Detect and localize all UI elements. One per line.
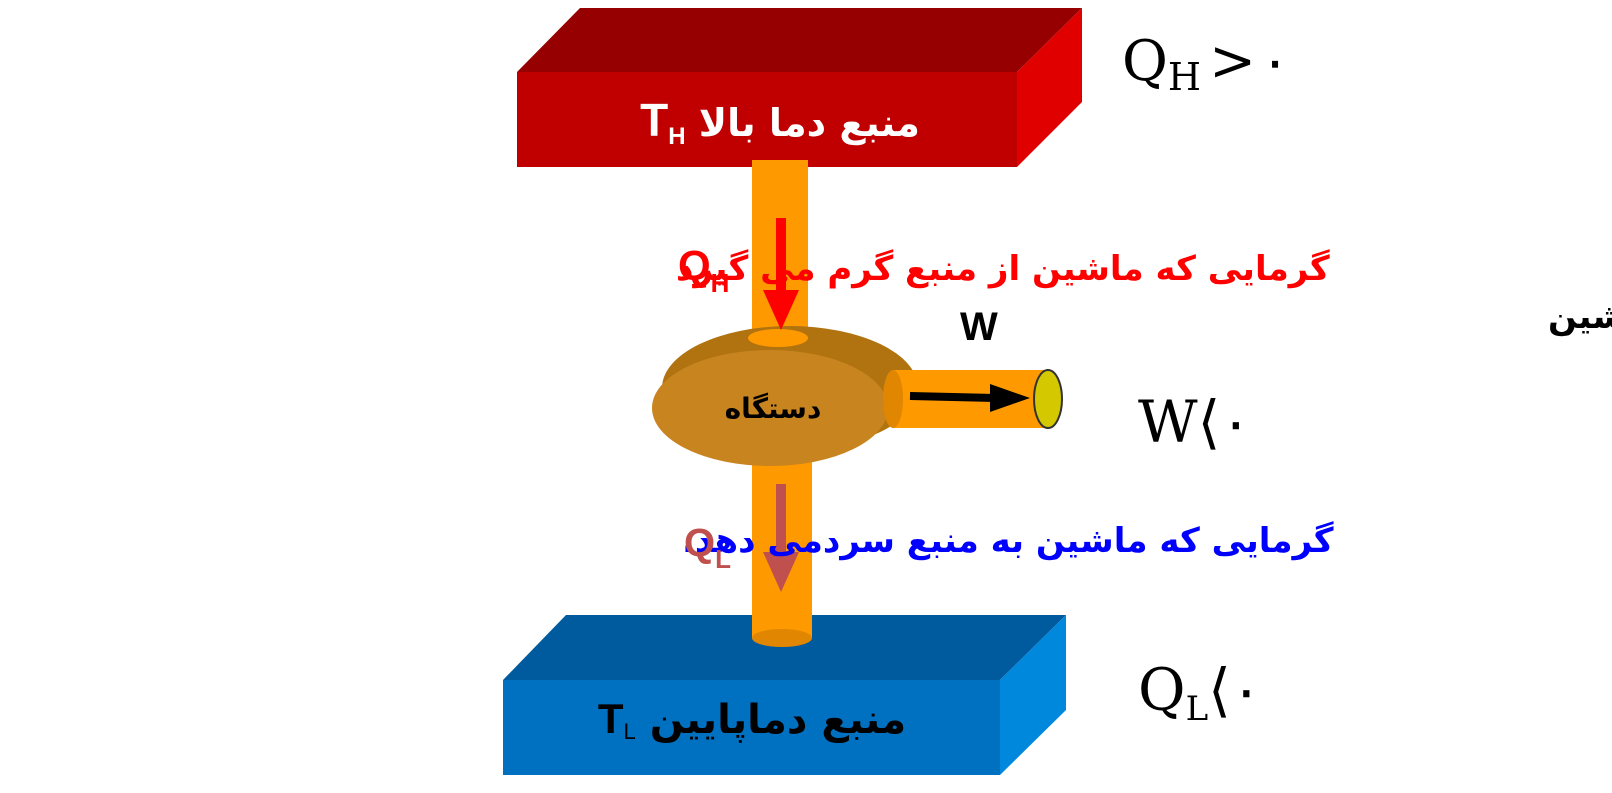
cold-reservoir-side	[1000, 615, 1066, 775]
cold-reservoir	[503, 615, 1066, 775]
work-arrow	[909, 384, 1030, 412]
cold-reservoir-label: منبع دماپایین TL	[598, 695, 906, 744]
cold-reservoir-front	[503, 680, 1000, 775]
heat-out-symbol: QL	[684, 521, 731, 574]
qh-condition: QH>۰	[1122, 29, 1290, 99]
hot-reservoir	[517, 8, 1082, 167]
w-condition: W⟨۰	[1138, 388, 1251, 456]
cold-reservoir-top	[503, 615, 1066, 680]
heat-in-symbol: QH	[678, 242, 729, 298]
heat-out-description: گرمایی که ماشین به منبع سردمی دهد.	[682, 521, 1334, 561]
hot-reservoir-side	[1017, 8, 1082, 167]
heat-in-label: گرمایی که ماشین از منبع گرم می گیرد QH	[676, 242, 1330, 298]
heat-in-arrow	[763, 218, 799, 330]
device-label: دستگاه	[725, 392, 822, 425]
heat-out-label: گرمایی که ماشین به منبع سردمی دهد. QL	[682, 521, 1334, 574]
hot-reservoir-label: منبع دما بالا TH	[640, 94, 920, 150]
hot-reservoir-top	[517, 8, 1082, 72]
heat-in-description: گرمایی که ماشین از منبع گرم می گیرد	[676, 249, 1330, 289]
work-symbol: W	[960, 305, 998, 349]
ql-condition: QL⟨۰	[1138, 656, 1262, 729]
device-disc	[652, 326, 918, 466]
work-description: کار انجام شده توسط ماشین	[1548, 297, 1612, 337]
hot-reservoir-front	[517, 72, 1017, 167]
heat-out-arrow	[763, 484, 799, 592]
